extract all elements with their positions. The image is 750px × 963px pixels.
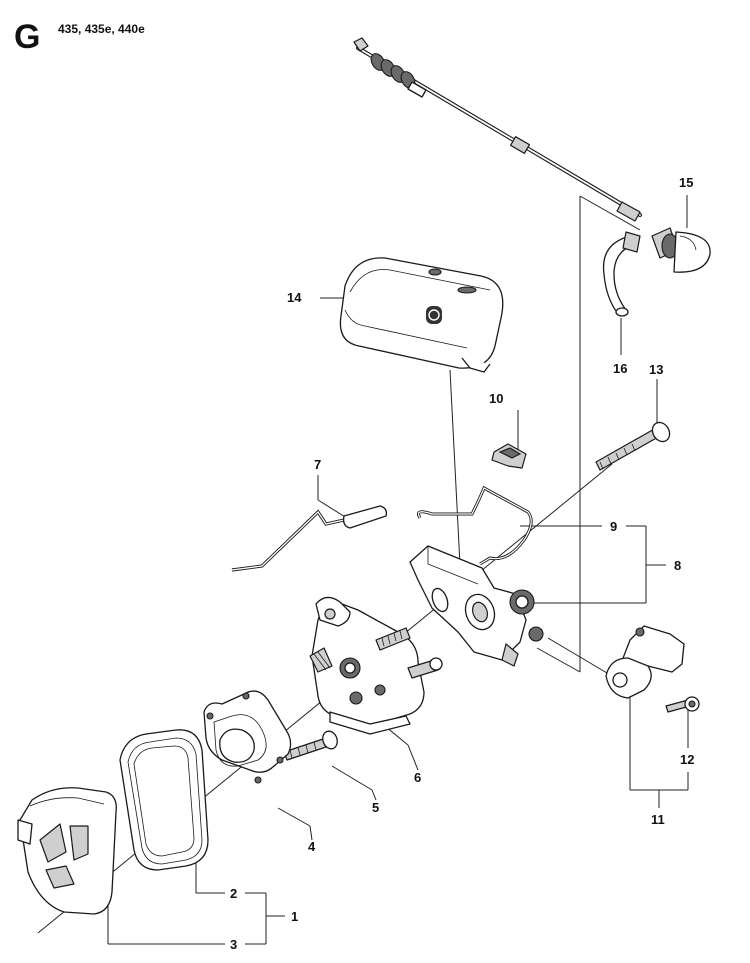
part-2-air-filter bbox=[119, 729, 209, 871]
part-15-throttle-rod bbox=[353, 37, 642, 222]
part-8-throttle-housing bbox=[409, 545, 544, 667]
callout-14: 14 bbox=[287, 290, 302, 305]
model-list: 435, 435e, 440e bbox=[58, 22, 145, 36]
part-12-screw bbox=[665, 696, 700, 713]
part-16-bracket bbox=[602, 231, 641, 317]
callout-7: 7 bbox=[314, 457, 321, 472]
part-13-screw bbox=[595, 421, 671, 471]
callout-10: 10 bbox=[489, 391, 503, 406]
callout-12: 12 bbox=[680, 752, 694, 767]
callout-3: 3 bbox=[230, 937, 237, 952]
part-11-lever bbox=[605, 625, 685, 699]
callout-5: 5 bbox=[372, 800, 379, 815]
callout-4: 4 bbox=[308, 839, 316, 854]
callout-labels: 1 2 3 4 5 6 7 8 9 10 11 12 13 14 15 16 bbox=[230, 175, 694, 952]
part-3-filter-base bbox=[17, 787, 117, 915]
brand-logo-icon bbox=[426, 306, 442, 324]
callout-13: 13 bbox=[649, 362, 663, 377]
callout-8: 8 bbox=[674, 558, 681, 573]
callout-9: 9 bbox=[610, 519, 617, 534]
callout-15: 15 bbox=[679, 175, 693, 190]
callout-6: 6 bbox=[414, 770, 421, 785]
part-9-wire bbox=[417, 485, 533, 566]
callout-16: 16 bbox=[613, 361, 627, 376]
part-10-clip bbox=[491, 443, 527, 469]
part-4-flange bbox=[203, 690, 292, 784]
callout-1: 1 bbox=[291, 909, 298, 924]
section-letter: G bbox=[14, 18, 41, 56]
part-6-carburetor bbox=[309, 596, 443, 735]
callout-11: 11 bbox=[651, 812, 665, 827]
part-5-screw bbox=[283, 730, 338, 761]
part-14-filter-cover bbox=[339, 257, 504, 373]
part-15-primer-bulb bbox=[651, 227, 711, 273]
callout-2: 2 bbox=[230, 886, 237, 901]
part-7-choke-rod bbox=[231, 505, 388, 572]
